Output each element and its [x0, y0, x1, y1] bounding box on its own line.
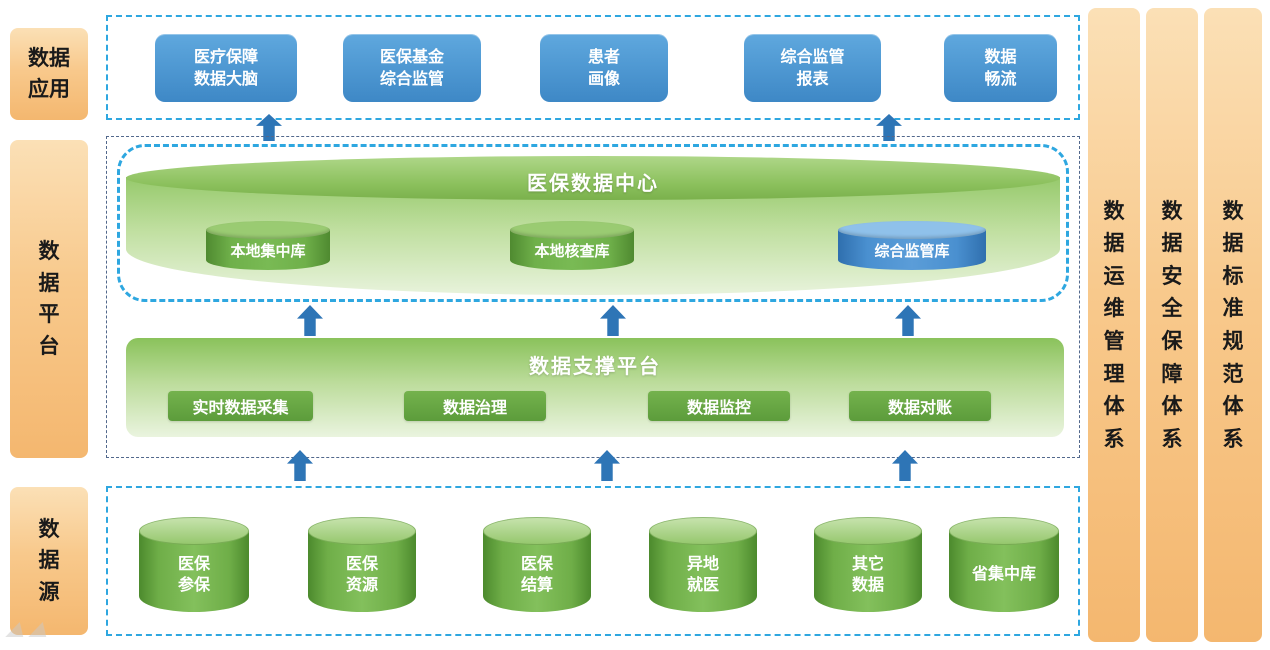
data-center-cylinder-top [126, 156, 1060, 200]
app-box-data-flow: 数据 畅流 [944, 34, 1057, 102]
app-box-patient-profile: 患者 画像 [540, 34, 668, 102]
layer-label-data-platform: 数 据 平 台 [10, 140, 88, 458]
app-box-supervision-reports: 综合监管 报表 [744, 34, 881, 102]
database-provincial-central: 省集中库 [949, 517, 1059, 612]
pillar-data-ops-management-system: 数 据 运 维 管 理 体 系 [1088, 8, 1140, 642]
module-data-reconciliation: 数据对账 [849, 391, 991, 421]
pillar-data-standards-specification-system: 数 据 标 准 规 范 体 系 [1204, 8, 1262, 642]
database-insurance-enrollment: 医保 参保 [139, 517, 249, 612]
data-center-title: 医保数据中心 [527, 171, 659, 195]
module-data-governance: 数据治理 [404, 391, 546, 421]
module-data-monitoring: 数据监控 [648, 391, 790, 421]
data-center-container [117, 144, 1069, 302]
watermark-icon [5, 622, 52, 637]
pillar-data-security-assurance-system: 数 据 安 全 保 障 体 系 [1146, 8, 1198, 642]
source-layer-container [106, 486, 1080, 636]
platform-layer-container [106, 136, 1080, 458]
database-insurance-resources: 医保 资源 [308, 517, 416, 612]
watermark-shape [28, 622, 52, 637]
database-comprehensive-supervision: 综合监管库 [838, 221, 986, 270]
app-box-fund-comprehensive-supervision: 医保基金 综合监管 [343, 34, 481, 102]
database-local-verification: 本地核查库 [510, 221, 634, 270]
application-layer-container [106, 15, 1080, 120]
database-insurance-settlement: 医保 结算 [483, 517, 591, 612]
layer-label-data-application: 数据 应用 [10, 28, 88, 120]
layer-label-data-source: 数 据 源 [10, 487, 88, 635]
database-other-data: 其它 数据 [814, 517, 922, 612]
database-local-central: 本地集中库 [206, 221, 330, 270]
database-remote-medical-treatment: 异地 就医 [649, 517, 757, 612]
module-realtime-data-collection: 实时数据采集 [168, 391, 313, 421]
app-box-medical-insurance-data-brain: 医疗保障 数据大脑 [155, 34, 297, 102]
support-platform-title: 数据支撑平台 [529, 354, 661, 378]
watermark-shape [5, 622, 29, 637]
